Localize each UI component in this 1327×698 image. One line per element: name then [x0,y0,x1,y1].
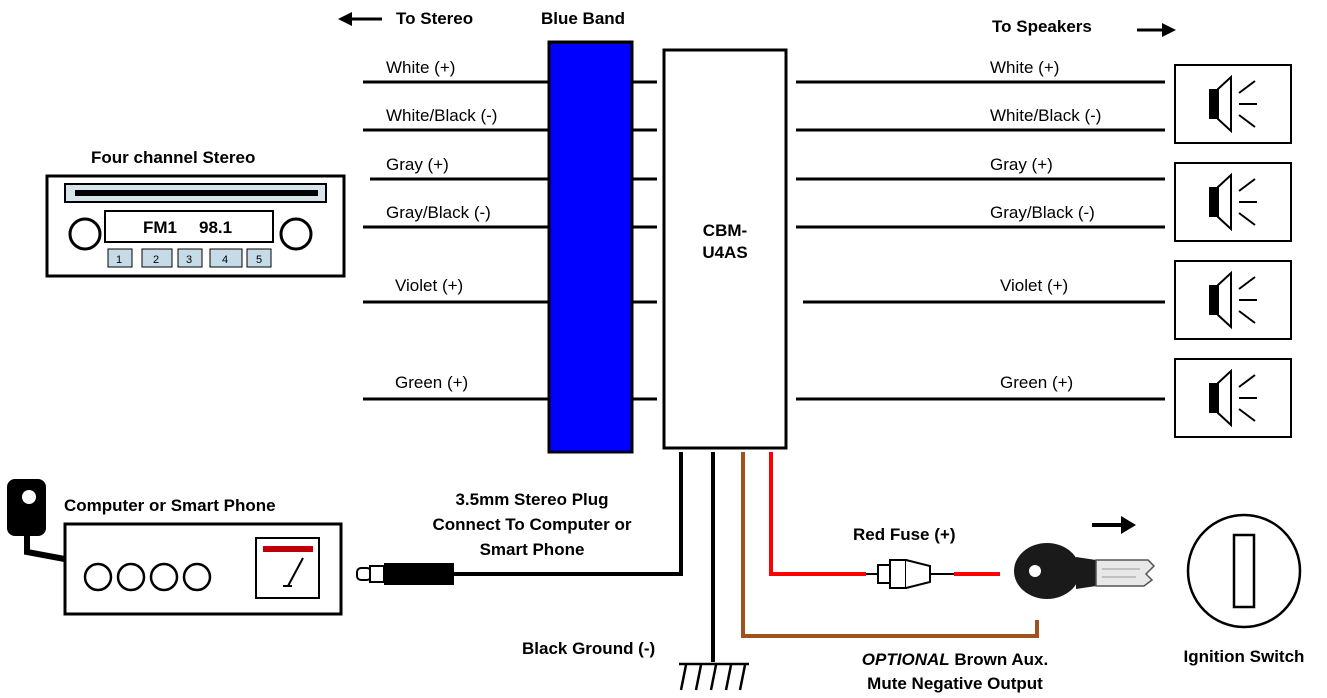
to-stereo-label: To Stereo [396,9,473,28]
optional-label-line1: OPTIONAL Brown Aux. [862,650,1048,669]
plug-label-line1: 3.5mm Stereo Plug [455,490,608,509]
headphone-plug-icon [7,479,71,563]
left-wire-label: White/Black (-) [386,106,497,125]
right-wire-label: Green (+) [1000,373,1073,392]
left-wire-label: Green (+) [395,373,468,392]
right-wire-label: Violet (+) [1000,276,1068,295]
ignition-label: Ignition Switch [1184,647,1305,666]
cbm-module [662,48,788,450]
preset-button: 5 [256,254,262,266]
stereo-frequency: 98.1 [199,218,232,237]
stereo-title: Four channel Stereo [91,148,255,167]
ground-icon [679,662,749,691]
speaker-icon [1174,64,1292,144]
module-label-line1: CBM- [703,221,747,240]
to-stereo-arrow [338,12,382,26]
right-wire-label: White (+) [990,58,1059,77]
plug-label-line2: Connect To Computer or [433,515,632,534]
stereo-band: FM1 [143,218,177,237]
brown-wire [741,452,1039,638]
speaker-icon [1174,260,1292,340]
right-wire-label: Gray/Black (-) [990,203,1095,222]
ground-label: Black Ground (-) [522,639,655,658]
ignition-switch-icon [1186,513,1302,629]
to-speakers-arrow [1137,23,1176,37]
right-wires [796,80,1165,401]
module-label-line2: U4AS [702,243,747,262]
left-wire-label: Gray/Black (-) [386,203,491,222]
preset-button: 3 [186,254,192,266]
to-speakers-label: To Speakers [992,17,1092,36]
preset-button: 4 [222,254,228,266]
key-icon [1014,543,1156,599]
left-wire-label: Gray (+) [386,155,449,174]
stereo-plug-icon [356,563,454,585]
left-wire-label: White (+) [386,58,455,77]
left-wire-label: Violet (+) [395,276,463,295]
red-wire [769,452,866,576]
right-wire-label: White/Black (-) [990,106,1101,125]
computer-title: Computer or Smart Phone [64,496,276,515]
optional-label-line2: Mute Negative Output [867,674,1043,693]
preset-button: 2 [153,254,159,266]
blue-band [547,40,634,454]
plug-label-line3: Smart Phone [480,540,585,559]
left-wires [363,80,657,401]
optional-rest: Brown Aux. [950,650,1049,669]
optional-italic: OPTIONAL [862,650,950,669]
speaker-icon [1174,162,1292,242]
fuse-icon [866,559,954,589]
preset-button: 1 [116,254,122,266]
speaker-icon [1174,358,1292,438]
key-direction-arrow [1092,516,1136,534]
audio-cable [454,452,683,576]
fuse-label: Red Fuse (+) [853,525,956,544]
blue-band-label: Blue Band [541,9,625,28]
stereo-presets [107,248,272,268]
right-wire-label: Gray (+) [990,155,1053,174]
computer-device [63,522,343,616]
